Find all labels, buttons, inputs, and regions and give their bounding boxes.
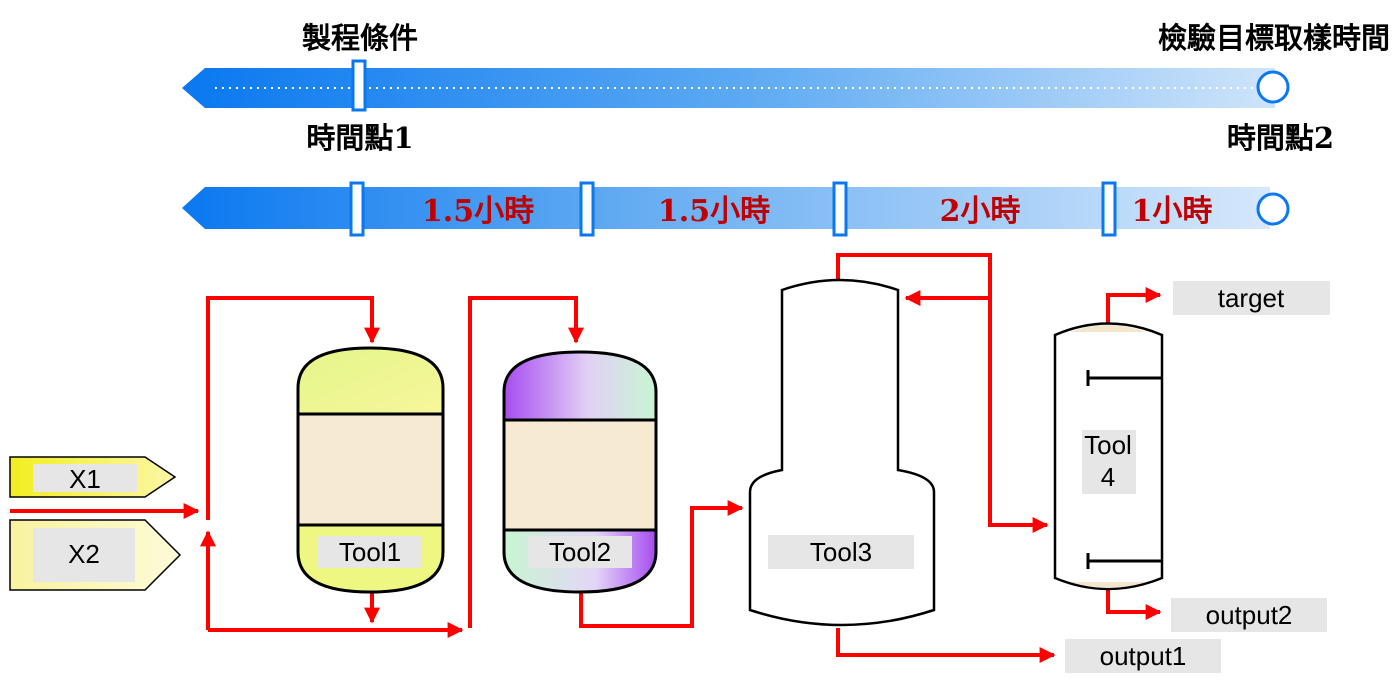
output-target-label: target bbox=[1218, 283, 1285, 313]
timeline-top-marker bbox=[351, 59, 367, 112]
input-x2-label: X2 bbox=[68, 539, 100, 569]
timeline-top: 製程條件 檢驗目標取樣時間 時間點1 時間點2 bbox=[182, 21, 1390, 155]
tool2-top-cap bbox=[502, 350, 658, 422]
flow-to-output2 bbox=[1106, 585, 1162, 620]
flow-to-tool1 bbox=[206, 296, 380, 520]
flow-to-tool2 bbox=[468, 296, 584, 628]
timeline-bottom-marker-3 bbox=[832, 181, 848, 237]
label-time-point-1: 時間點1 bbox=[306, 121, 413, 155]
timeline-bottom-marker-4 bbox=[1101, 181, 1117, 237]
input-x1: X1 bbox=[9, 456, 177, 498]
duration-segment-3: 2小時 bbox=[940, 194, 1021, 229]
timeline-bottom-end-circle bbox=[1256, 192, 1290, 226]
tool4-label-bg bbox=[1082, 430, 1136, 494]
tool4-label-line1: Tool bbox=[1084, 430, 1132, 460]
tool2-label-bg bbox=[528, 536, 632, 568]
flow-to-target bbox=[1106, 287, 1162, 325]
tool1: Tool1 bbox=[296, 346, 445, 594]
tool3-vessel bbox=[748, 278, 936, 627]
flow-tool2-to-tool3 bbox=[579, 500, 744, 628]
tool4-label-line2: 4 bbox=[1101, 462, 1115, 492]
tool3-label: Tool3 bbox=[810, 537, 872, 567]
tool4-bottom-fill bbox=[1070, 582, 1146, 588]
input-x1-label: X1 bbox=[69, 464, 101, 494]
timeline-top-bar bbox=[182, 68, 1275, 108]
duration-segment-4: 1小時 bbox=[1132, 194, 1213, 229]
output-output1: output1 bbox=[1065, 639, 1221, 673]
flow-lines bbox=[10, 253, 1162, 663]
input-x1-label-bg bbox=[33, 464, 137, 492]
tool2-label: Tool2 bbox=[549, 537, 611, 567]
output-output1-bg bbox=[1065, 639, 1221, 673]
timeline-bottom: 1.5小時 1.5小時 2小時 1小時 bbox=[182, 181, 1290, 237]
flow-to-output1 bbox=[836, 628, 1056, 663]
timeline-bottom-marker-1 bbox=[349, 181, 365, 237]
tool4: Tool 4 bbox=[1053, 322, 1164, 591]
output-output1-label: output1 bbox=[1100, 641, 1187, 671]
tool1-label: Tool1 bbox=[339, 537, 401, 567]
duration-segment-2: 1.5小時 bbox=[658, 194, 770, 229]
tool4-top-fill bbox=[1070, 325, 1146, 332]
output-target-bg bbox=[1173, 281, 1330, 315]
tool2-body bbox=[502, 418, 658, 532]
tool2: Tool2 bbox=[502, 350, 658, 594]
input-x2-label-bg bbox=[33, 528, 135, 582]
duration-segment-1: 1.5小時 bbox=[422, 194, 534, 229]
output-target: target bbox=[1173, 281, 1330, 315]
timeline-bottom-marker-2 bbox=[579, 181, 595, 237]
label-process-condition: 製程條件 bbox=[302, 21, 418, 55]
flow-tool3-to-tool4 bbox=[836, 253, 1049, 533]
label-inspection-sampling-time: 檢驗目標取樣時間 bbox=[1158, 21, 1390, 55]
tool3-label-bg bbox=[768, 535, 914, 569]
output-output2-bg bbox=[1171, 598, 1327, 632]
label-time-point-2: 時間點2 bbox=[1227, 121, 1334, 155]
tool1-top-cap bbox=[296, 346, 445, 416]
output-output2-label: output2 bbox=[1206, 600, 1293, 630]
timeline-bottom-bar bbox=[182, 187, 1270, 229]
output-output2: output2 bbox=[1171, 598, 1327, 632]
timeline-top-end-circle bbox=[1256, 70, 1290, 104]
tool3: Tool3 bbox=[748, 278, 936, 627]
tool1-body bbox=[296, 412, 445, 527]
input-x2: X2 bbox=[9, 519, 182, 591]
tool1-label-bg bbox=[318, 536, 422, 568]
